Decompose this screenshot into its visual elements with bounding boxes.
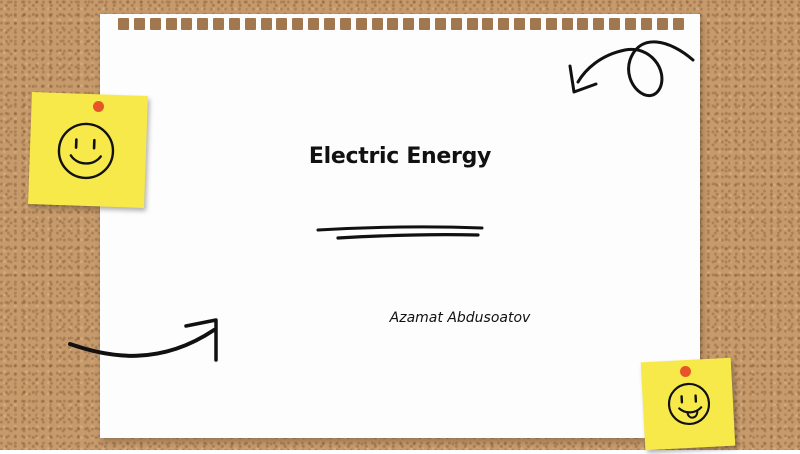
push-pin-icon bbox=[680, 366, 691, 377]
sticky-note-top-left bbox=[28, 92, 148, 208]
smiley-face-icon bbox=[28, 92, 148, 208]
push-pin-icon bbox=[93, 101, 104, 112]
